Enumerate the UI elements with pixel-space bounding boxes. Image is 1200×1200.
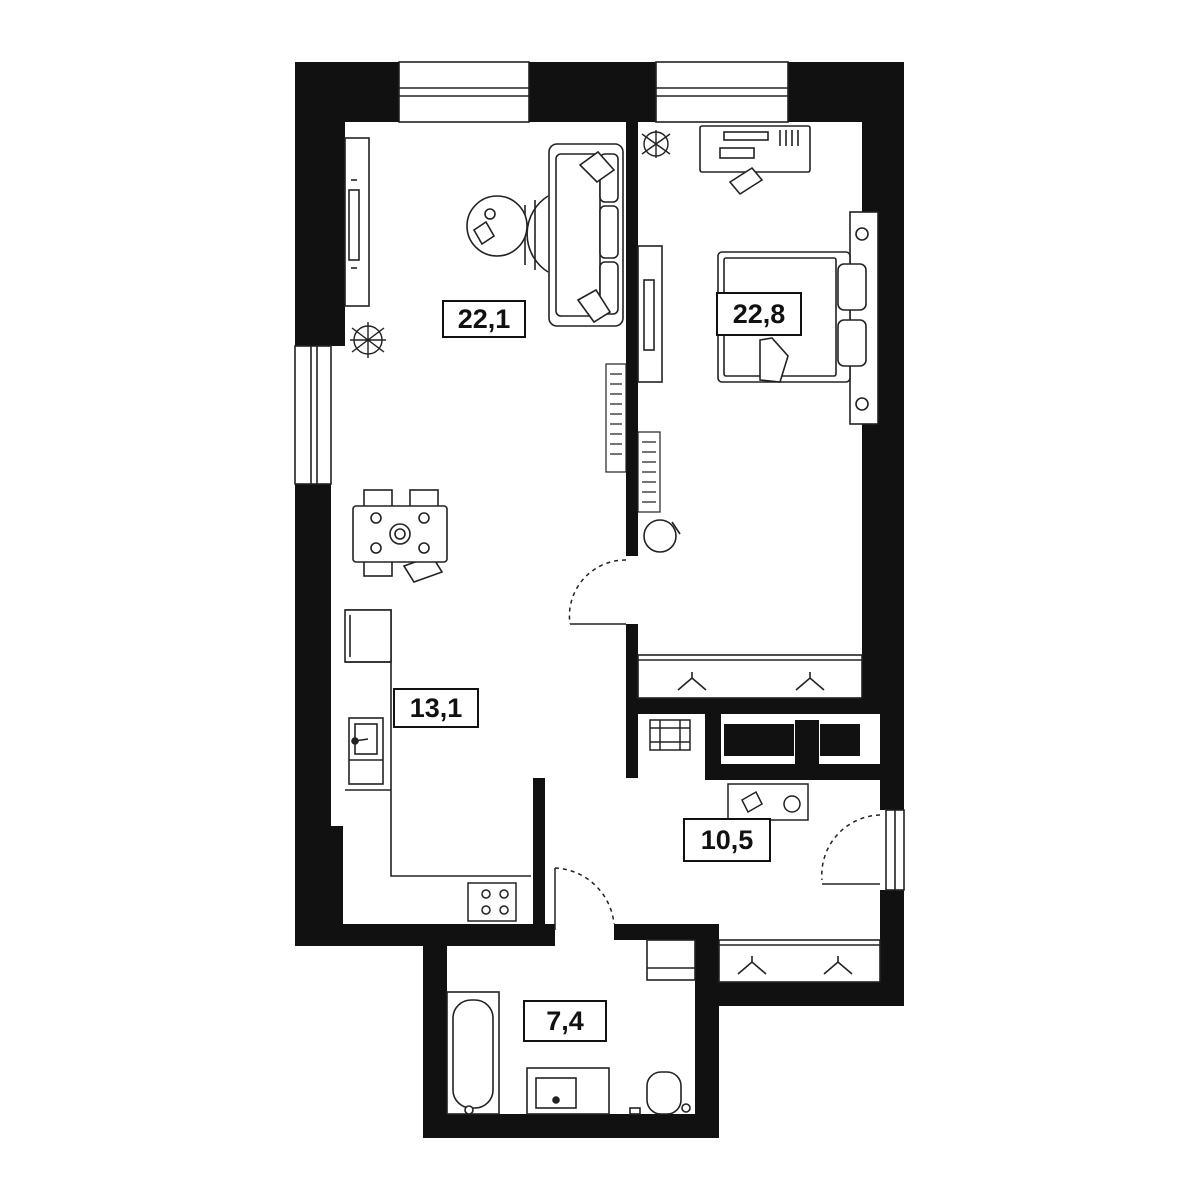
toilet-icon: [629, 1071, 691, 1115]
armchair: [643, 519, 681, 553]
windows: [294, 61, 905, 891]
tv-unit-bedroom: [637, 245, 663, 383]
dining-set: [352, 489, 448, 583]
storage: [649, 719, 860, 756]
stove-icon: [467, 882, 517, 922]
wardrobe-bedroom: [637, 654, 863, 699]
desk: [699, 125, 811, 196]
room-area-label-hall: 10,5: [683, 818, 771, 862]
room-area-label-bathroom: 7,4: [523, 1000, 607, 1042]
doors: [554, 559, 881, 930]
interior-walls: [331, 118, 904, 938]
room-area-label-kitchen: 13,1: [393, 688, 479, 728]
tv-unit-living: [344, 137, 370, 307]
kitchen-counter: [344, 609, 531, 877]
bathtub: [446, 991, 500, 1115]
room-area-label-bedroom: 22,8: [716, 292, 802, 336]
sink-icon: [351, 737, 369, 745]
coffee-table: [466, 195, 549, 273]
hall-console: [727, 783, 809, 821]
wardrobe-hall: [718, 939, 881, 983]
sofa: [548, 143, 624, 327]
radiator-living: [605, 363, 627, 473]
bathroom-sink: [526, 1067, 610, 1115]
plant-icon-bedroom: [641, 130, 671, 158]
room-area-label-living: 22,1: [442, 300, 526, 338]
radiator-bedroom: [637, 431, 661, 513]
plant-icon: [350, 322, 386, 358]
washing-machine: [646, 939, 696, 981]
exterior-walls: [295, 62, 904, 1138]
bed: [717, 211, 879, 425]
